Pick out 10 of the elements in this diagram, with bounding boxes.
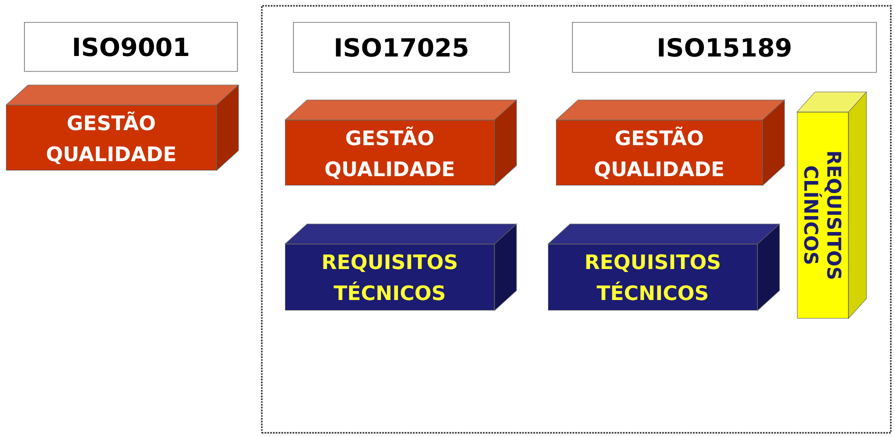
- block-3d: GESTÃO QUALIDADE: [556, 100, 785, 186]
- block-3d: REQUISITOS TÉCNICOS: [548, 224, 780, 311]
- standard-label-box: ISO9001: [24, 22, 238, 72]
- block-3d: REQUISITOS CLÍNICOS: [796, 92, 867, 319]
- block-3d: GESTÃO QUALIDADE: [6, 84, 239, 171]
- block-3d: REQUISITOS TÉCNICOS: [284, 224, 517, 311]
- dotted-frame: [261, 5, 892, 434]
- standard-label-box: ISO17025: [293, 22, 510, 73]
- block-3d: GESTÃO QUALIDADE: [284, 100, 517, 186]
- standard-label-box: ISO15189: [572, 22, 877, 73]
